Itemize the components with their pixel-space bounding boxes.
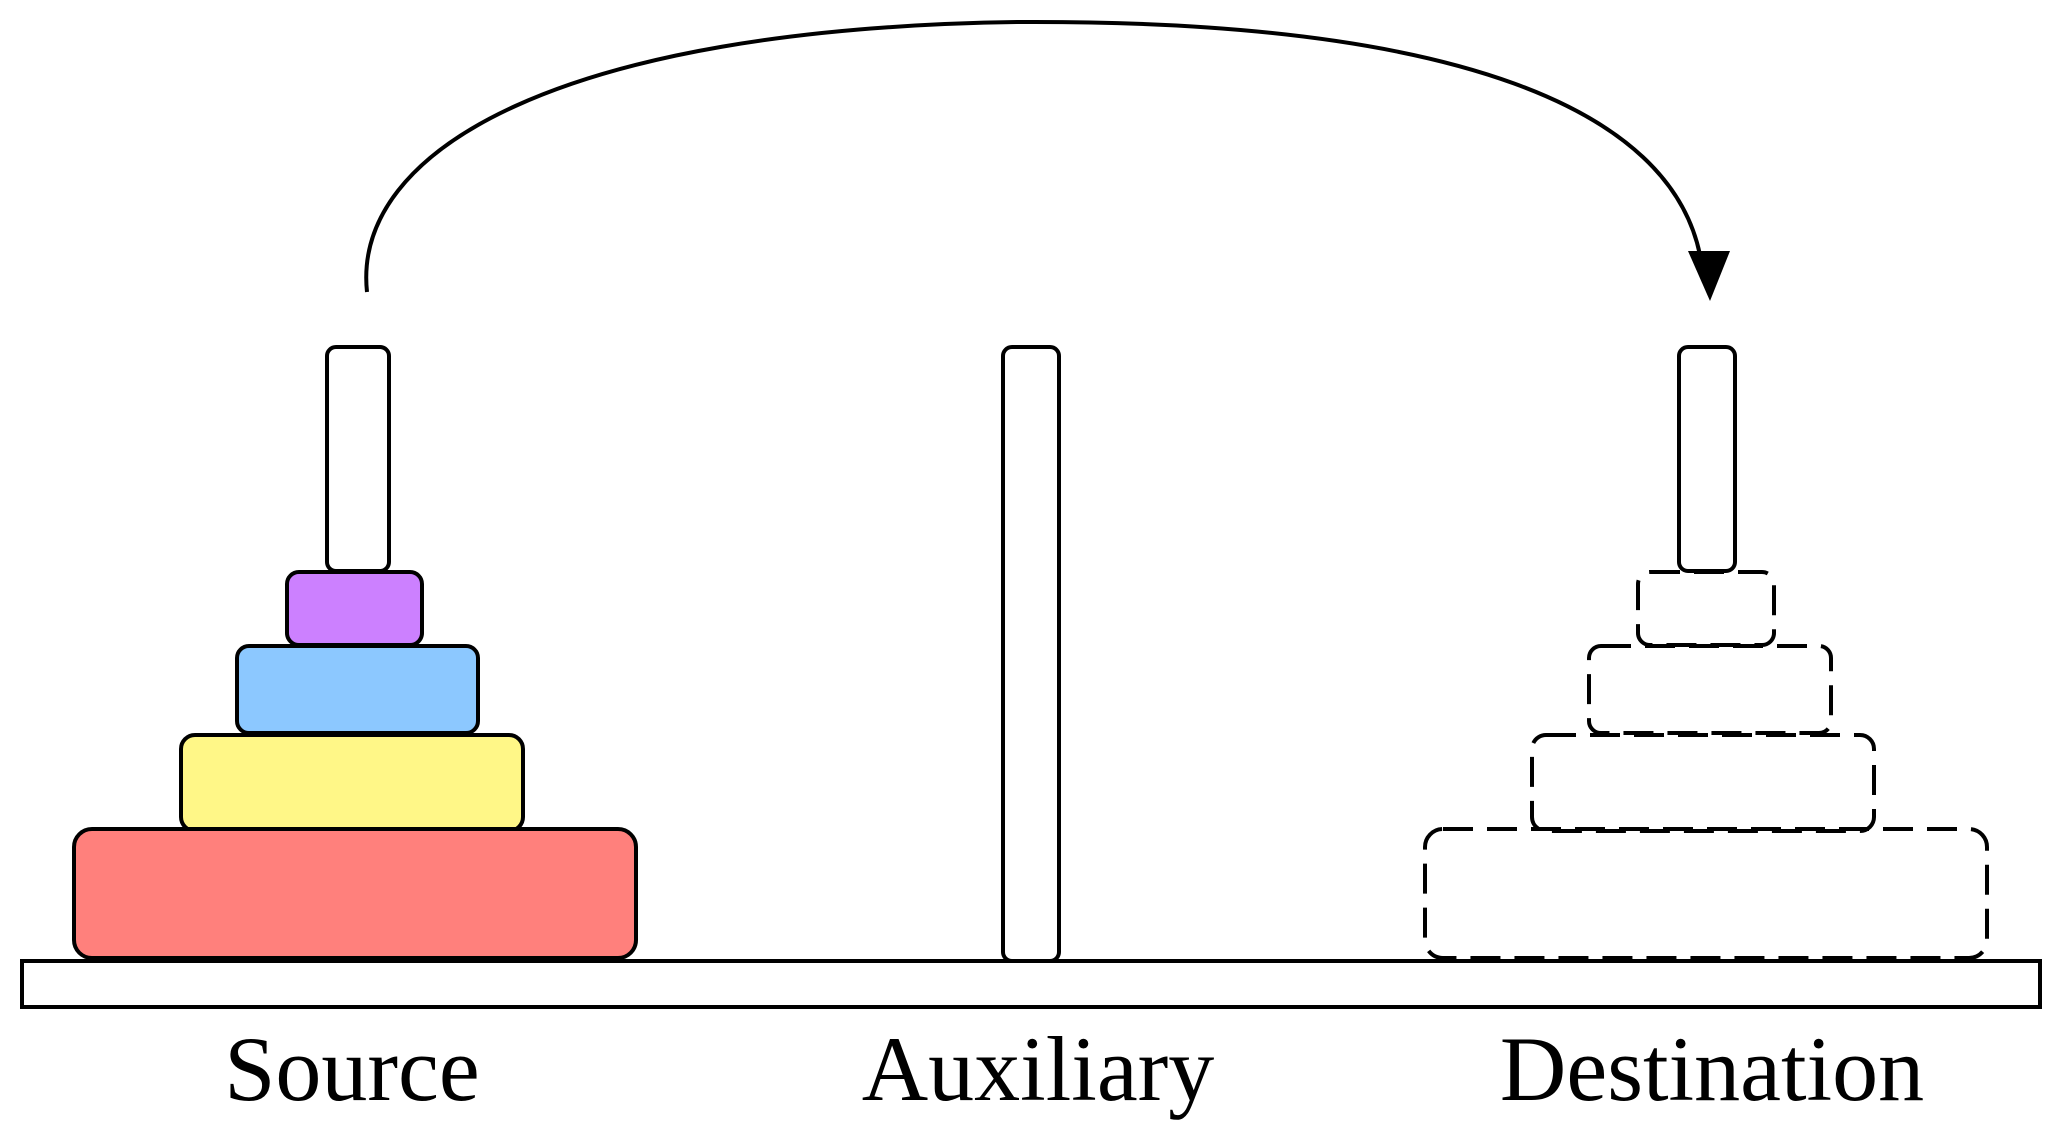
ghost-disk-4 [1423,827,1989,960]
label-destination: Destination [1500,1018,1924,1120]
ghost-disk-2 [1587,644,1833,735]
label-source: Source [224,1018,479,1120]
ghost-disk-1 [1636,570,1776,647]
move-arrow [364,19,1702,293]
peg-source [325,345,391,573]
base-board [20,959,2042,1009]
disk-3 [179,733,525,833]
disk-4 [72,827,638,960]
move-arrowhead-icon [1688,251,1730,301]
disk-1 [285,570,424,647]
peg-auxiliary [1001,345,1061,963]
ghost-disk-3 [1530,733,1876,833]
peg-destination [1677,345,1737,573]
label-auxiliary: Auxiliary [862,1018,1215,1120]
disk-2 [235,644,480,735]
